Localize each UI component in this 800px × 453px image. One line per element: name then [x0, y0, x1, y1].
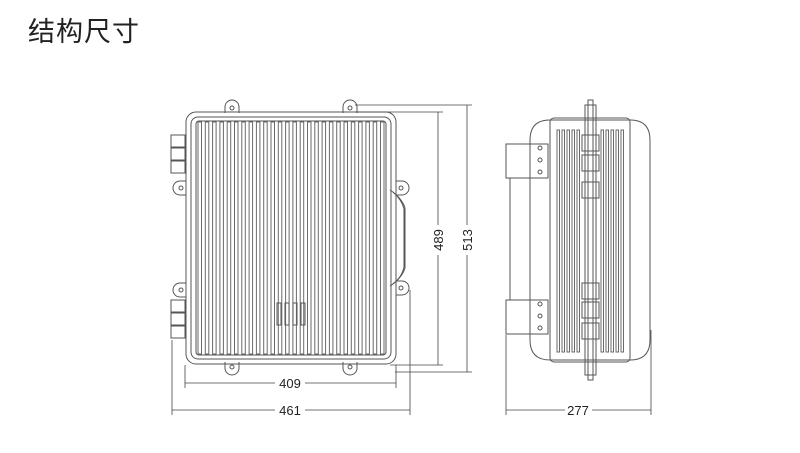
- fin: [292, 121, 297, 355]
- fin: [219, 121, 224, 355]
- fin: [620, 129, 624, 353]
- fin: [372, 121, 378, 355]
- fin: [234, 121, 239, 355]
- fin: [556, 129, 560, 353]
- fin: [328, 121, 334, 355]
- fin: [255, 121, 261, 355]
- fin: [263, 121, 268, 355]
- fin: [336, 121, 341, 355]
- mounting-ears: [172, 99, 410, 376]
- front-dimensions: 409 461 489 513: [171, 104, 475, 418]
- page-title: 结构尺寸: [28, 17, 140, 48]
- fin: [358, 121, 363, 355]
- enclosure-outline: [185, 111, 397, 365]
- dim-513: 513: [460, 229, 475, 251]
- front-view: [170, 99, 410, 376]
- left-connectors: [170, 134, 186, 339]
- fin: [212, 121, 217, 355]
- fin: [226, 121, 232, 355]
- fin: [241, 121, 246, 355]
- dim-489: 489: [431, 229, 446, 251]
- fin: [299, 121, 305, 355]
- fin: [566, 129, 570, 353]
- side-view: 277: [505, 99, 652, 418]
- side-fins: [556, 129, 624, 353]
- mounting-bracket: [505, 143, 549, 335]
- fin: [204, 121, 210, 355]
- fin: [605, 129, 609, 353]
- fin: [600, 129, 604, 353]
- fin: [314, 121, 319, 355]
- fin: [343, 121, 348, 355]
- fin: [380, 121, 385, 355]
- fin: [270, 121, 275, 355]
- fin: [561, 129, 565, 353]
- fin: [610, 129, 614, 353]
- fin: [365, 121, 370, 355]
- fin: [307, 121, 312, 355]
- vent-slots: [276, 302, 306, 326]
- dim-277: 277: [567, 403, 589, 418]
- fin: [571, 129, 575, 353]
- fin: [197, 121, 202, 355]
- fin: [350, 121, 356, 355]
- fin: [285, 121, 290, 355]
- dim-409: 409: [279, 376, 301, 391]
- fin: [277, 121, 283, 355]
- cooling-fins: [197, 121, 385, 355]
- fin: [248, 121, 254, 355]
- fin: [321, 121, 327, 355]
- hinge: [584, 104, 597, 376]
- dim-461: 461: [279, 403, 301, 418]
- fin: [615, 129, 619, 353]
- fin: [576, 129, 580, 353]
